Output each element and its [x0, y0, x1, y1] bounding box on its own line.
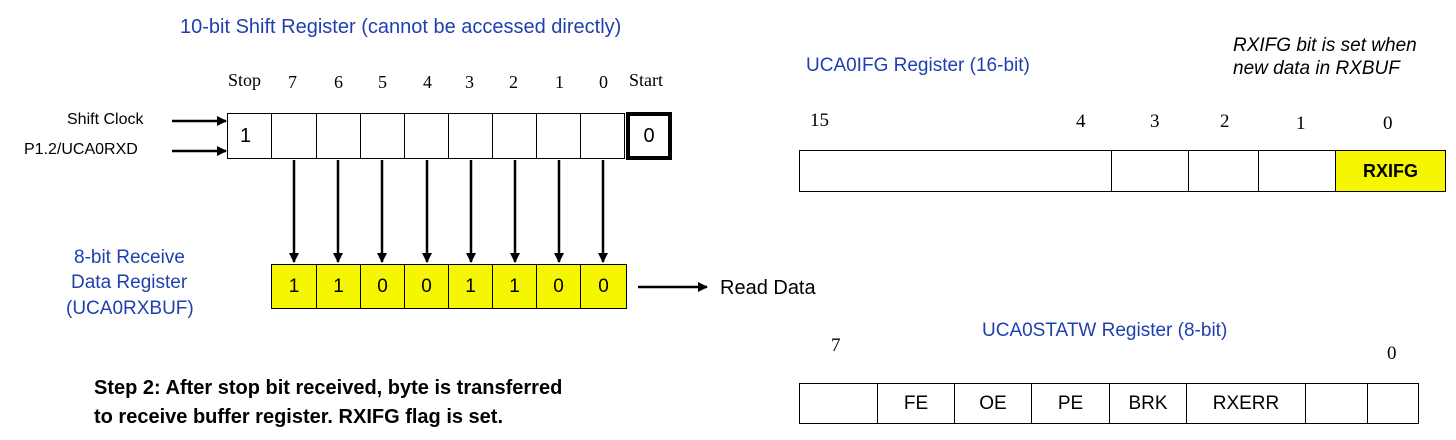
- rxbuf-bit-value: 1: [288, 275, 300, 297]
- ifg-bit-3-cell: [1111, 150, 1189, 192]
- statw-pe-cell: PE: [1031, 383, 1110, 424]
- rxbuf-bit-6: 1: [316, 264, 361, 309]
- statw-field-label: FE: [903, 392, 929, 414]
- shift-bit-label-3: 3: [465, 72, 474, 92]
- shift-bit-label-1: 1: [555, 72, 564, 92]
- stop-bit-value: 1: [240, 124, 252, 147]
- ifg-bit-number-0: 0: [1383, 113, 1393, 134]
- shift-bit-label-4: 4: [423, 72, 432, 92]
- rxbuf-bit-0: 0: [580, 264, 627, 309]
- shift-bit-label-2: 2: [509, 72, 518, 92]
- shift-clock-label: Shift Clock: [67, 111, 144, 128]
- rxbuf-bit-value: 1: [509, 275, 520, 297]
- statw-brk-cell: BRK: [1109, 383, 1187, 424]
- ifg-reserved-bits-15-4: [799, 150, 1112, 192]
- shift-bit-label-start: Start: [629, 70, 663, 90]
- ifg-bit-number-4: 4: [1076, 111, 1086, 132]
- rxbuf-bit-value: 0: [553, 275, 564, 297]
- statw-bit-number-7: 7: [831, 335, 841, 356]
- statw-bit-1-cell: [1305, 383, 1368, 424]
- rxbuf-bit-value: 1: [333, 275, 344, 297]
- ifg-register-title: UCA0IFG Register (16-bit): [806, 55, 1030, 76]
- start-bit-value: 0: [643, 124, 655, 147]
- shift-cell-0: [580, 113, 625, 159]
- statw-oe-cell: OE: [954, 383, 1032, 424]
- statw-rxerr-cell: RXERR: [1186, 383, 1306, 424]
- shift-register-title: 10-bit Shift Register (cannot be accesse…: [180, 16, 622, 38]
- shift-bit-label-0: 0: [599, 72, 608, 92]
- ifg-bit-number-3: 3: [1150, 111, 1160, 132]
- rxbuf-label-line1: 8-bit Receive: [74, 247, 185, 268]
- shift-bit-label-5: 5: [378, 72, 387, 92]
- rxbuf-bit-1: 0: [536, 264, 581, 309]
- rxbuf-bit-value: 1: [465, 275, 476, 297]
- rxifg-bit-cell: RXIFG: [1335, 150, 1446, 192]
- rxbuf-bit-value: 0: [377, 275, 388, 297]
- rxifg-label: RXIFG: [1362, 160, 1418, 181]
- rxbuf-label-line3: (UCA0RXBUF): [66, 298, 194, 319]
- ifg-bit-number-1: 1: [1296, 113, 1306, 134]
- shift-bit-label-stop: Stop: [228, 70, 262, 90]
- rxbuf-bit-5: 0: [360, 264, 405, 309]
- rxbuf-bit-value: 0: [421, 275, 432, 297]
- rxd-pin-label: P1.2/UCA0RXD: [24, 141, 138, 158]
- ifg-bit-number-15: 15: [810, 110, 829, 131]
- ifg-bit-1-cell: [1258, 150, 1336, 192]
- rxbuf-bit-2: 1: [492, 264, 537, 309]
- rxifg-note-line2: new data in RXBUF: [1233, 58, 1400, 79]
- step-description-line2: to receive buffer register. RXIFG flag i…: [94, 406, 504, 428]
- rxbuf-label-line2: Data Register: [71, 272, 188, 293]
- shift-cell-start: 0: [626, 112, 672, 160]
- statw-fe-cell: FE: [877, 383, 955, 424]
- ifg-bit-number-2: 2: [1220, 111, 1230, 132]
- rxifg-note-line1: RXIFG bit is set when: [1233, 35, 1417, 56]
- shift-bit-label-7: 7: [288, 72, 297, 92]
- rxbuf-bit-value: 0: [598, 275, 609, 297]
- statw-bit-7-cell: [799, 383, 878, 424]
- read-data-label: Read Data: [720, 277, 816, 299]
- ifg-bit-2-cell: [1188, 150, 1259, 192]
- statw-bit-number-0: 0: [1387, 343, 1397, 364]
- statw-field-label: BRK: [1128, 392, 1168, 414]
- statw-bit-0-cell: [1367, 383, 1419, 424]
- statw-field-label: OE: [979, 392, 1007, 414]
- statw-field-label: PE: [1057, 392, 1084, 414]
- shift-bit-label-6: 6: [334, 72, 343, 92]
- step-description-line1: Step 2: After stop bit received, byte is…: [94, 377, 563, 399]
- statw-register-title: UCA0STATW Register (8-bit): [982, 320, 1228, 341]
- statw-field-label: RXERR: [1212, 392, 1280, 414]
